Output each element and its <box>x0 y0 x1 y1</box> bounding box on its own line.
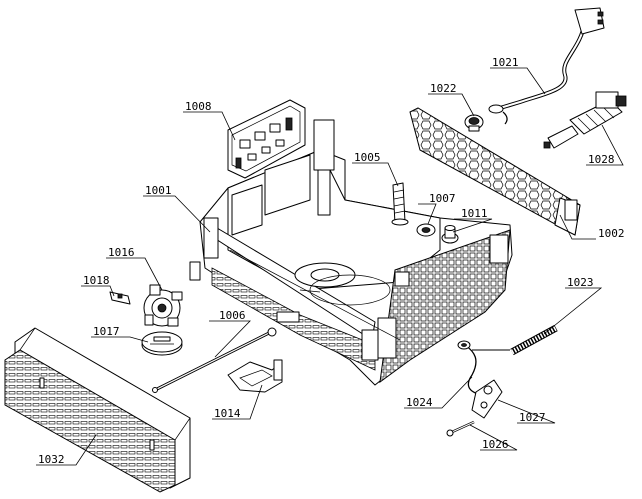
label-1017: 1017 <box>93 325 120 338</box>
control-board-part <box>227 99 306 179</box>
hose-spring-part <box>510 324 558 356</box>
label-1024: 1024 <box>406 396 433 409</box>
inlet-hose-part <box>543 91 627 149</box>
label-1027: 1027 <box>519 411 546 424</box>
label-1021: 1021 <box>492 56 519 69</box>
label-1001: 1001 <box>145 184 172 197</box>
bracket-part <box>227 359 283 393</box>
label-1008: 1008 <box>185 100 212 113</box>
leader-lines <box>36 67 624 466</box>
float-cover-part <box>471 379 503 419</box>
power-cord-part <box>488 7 605 125</box>
kick-panel-part <box>4 327 191 493</box>
label-1032: 1032 <box>38 453 65 466</box>
label-1016: 1016 <box>108 246 135 259</box>
label-1005: 1005 <box>354 151 381 164</box>
part-number-labels: 1001 1002 1005 1006 1007 1008 1011 1014 … <box>38 56 625 466</box>
label-1007: 1007 <box>429 192 456 205</box>
label-1018: 1018 <box>83 274 110 287</box>
small-cap-part <box>441 225 459 244</box>
label-1014: 1014 <box>214 407 241 420</box>
clip-part <box>109 291 131 305</box>
ring-seal-part <box>416 223 436 237</box>
label-1028: 1028 <box>588 153 615 166</box>
threaded-foot-part <box>391 182 409 226</box>
screw-part <box>446 420 475 437</box>
hex-grille-panel-part <box>409 107 581 236</box>
sensor-wire-part <box>457 340 510 396</box>
base-frame-part <box>189 119 513 386</box>
label-1006: 1006 <box>219 309 246 322</box>
label-1023: 1023 <box>567 276 594 289</box>
rod-part <box>152 327 277 393</box>
label-1011: 1011 <box>461 207 488 220</box>
round-cover-part <box>141 331 183 356</box>
label-1002: 1002 <box>598 227 625 240</box>
valve-knob-part <box>464 114 484 132</box>
pump-motor-part <box>143 284 183 327</box>
label-1022: 1022 <box>430 82 457 95</box>
label-1026: 1026 <box>482 438 509 451</box>
